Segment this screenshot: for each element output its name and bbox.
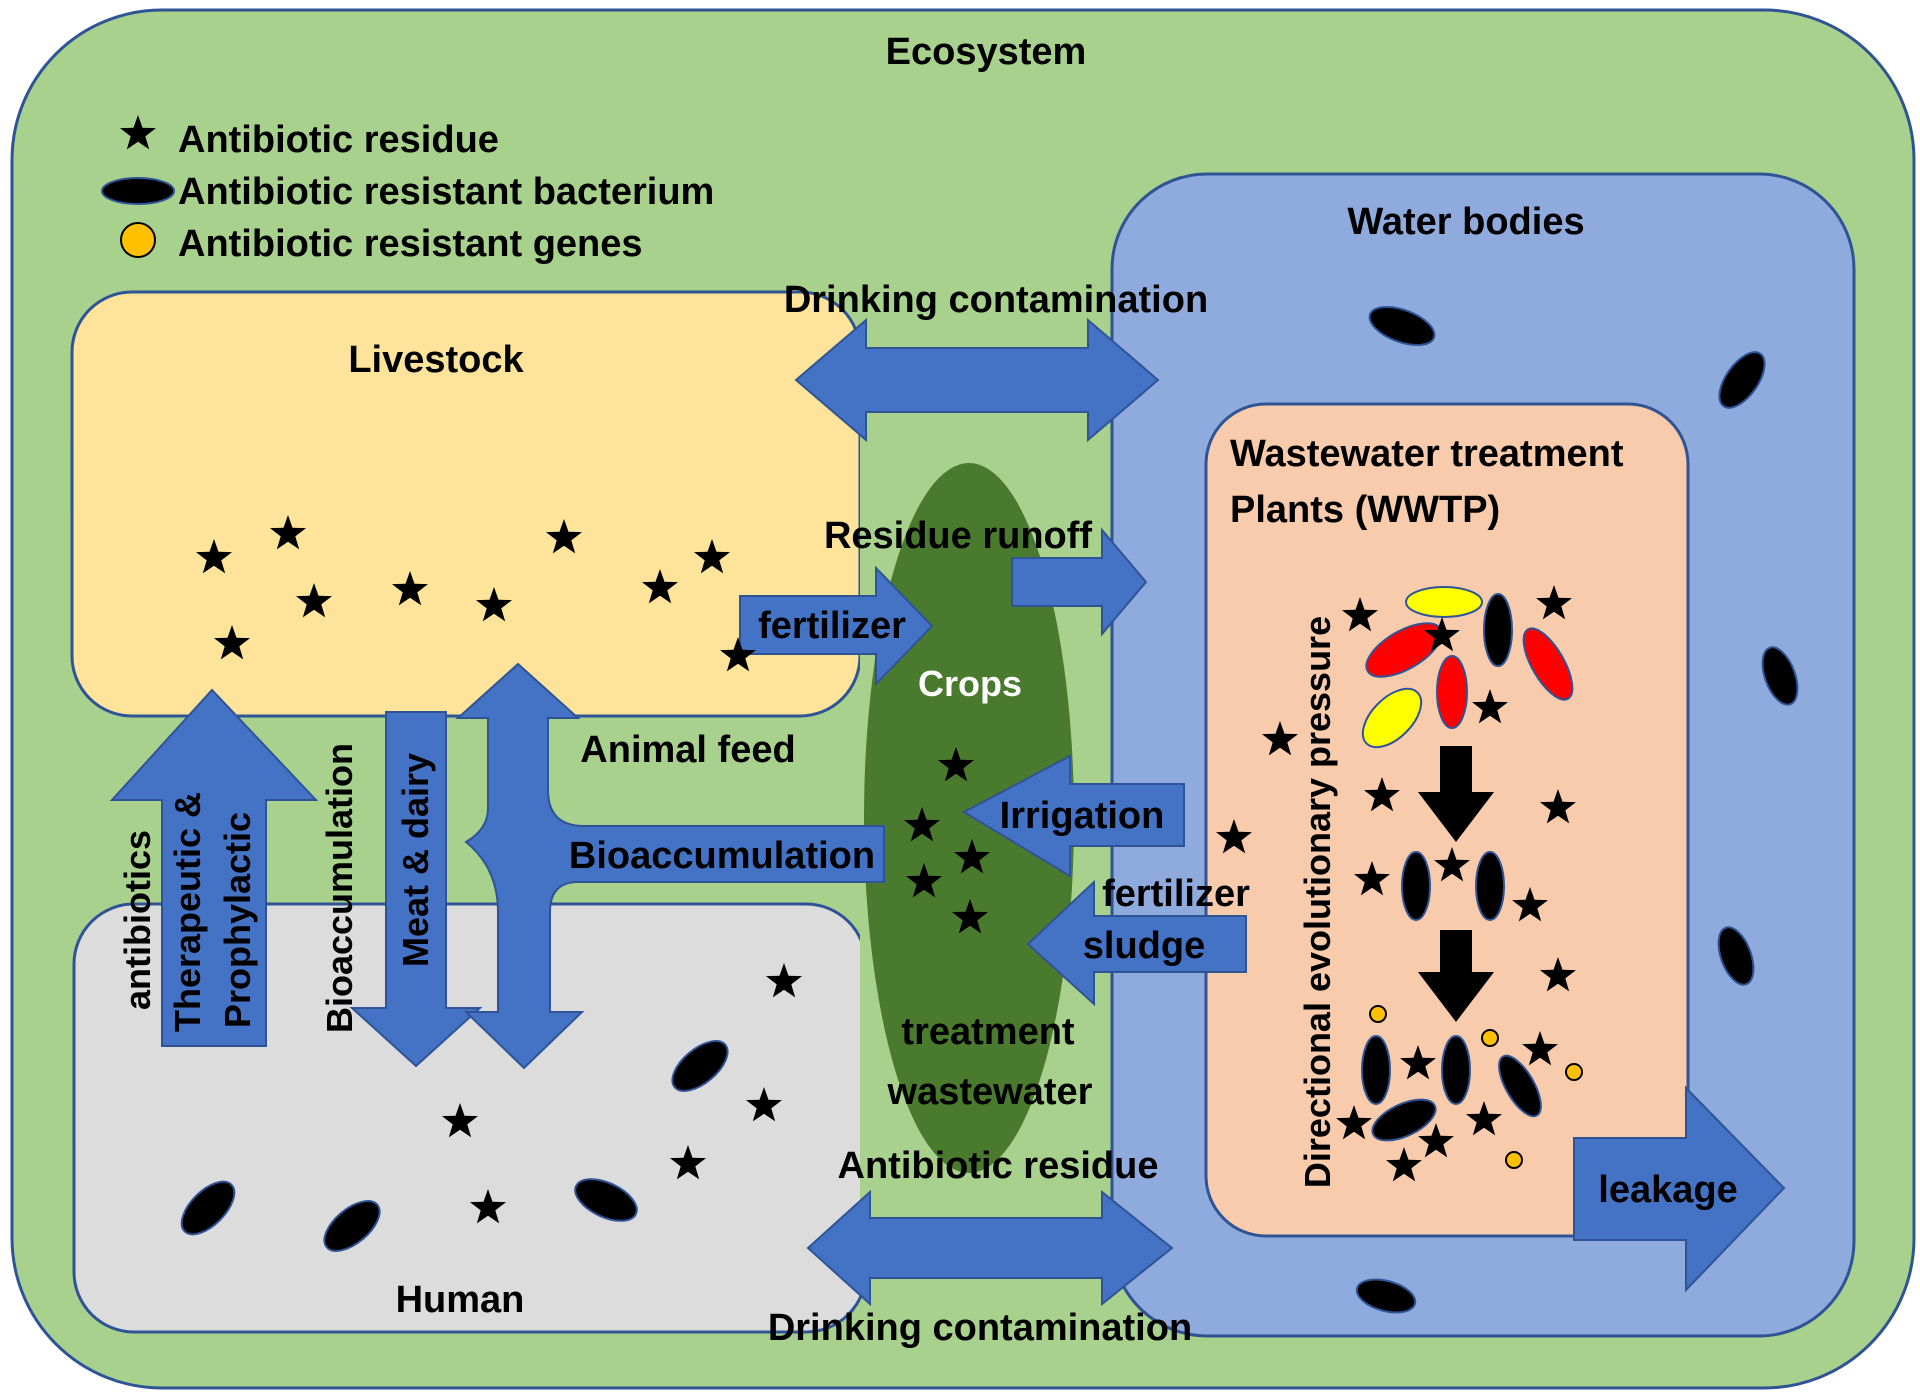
bacterium <box>1761 646 1799 706</box>
gene-dot <box>1565 1063 1583 1081</box>
bacterium <box>1498 1054 1542 1118</box>
bioaccumulation-vertical-label: Bioaccumulation <box>319 743 360 1033</box>
legend-genes-icon <box>120 222 156 258</box>
antibiotics-label: antibiotics <box>117 830 158 1010</box>
ecosystem-title: Ecosystem <box>886 31 1087 73</box>
wwtp-label-line2: Plants (WWTP) <box>1230 489 1500 531</box>
wwtp-down-arrow-2 <box>1418 930 1494 1022</box>
fertilizer-livestock-arrow <box>739 565 934 687</box>
wwtp-label-line1: Wastewater treatment <box>1230 433 1624 475</box>
residue-runoff-arrow <box>1011 527 1148 637</box>
yellow-bacterium <box>1405 586 1483 618</box>
legend-bacterium-icon <box>101 177 175 205</box>
bacterium <box>671 1040 729 1092</box>
wwtp-down-arrow-1 <box>1418 746 1494 842</box>
crops-label: Crops <box>918 663 1022 704</box>
bacterium <box>1371 1098 1437 1142</box>
animal-feed-label: Animal feed <box>580 729 795 771</box>
animal-feed-bioaccumulation-arrow <box>455 662 885 1070</box>
bacterium <box>1475 851 1505 921</box>
gene-dot <box>1369 1005 1387 1023</box>
genes <box>1369 1005 1583 1169</box>
human-label: Human <box>396 1279 525 1321</box>
bacterium <box>323 1200 381 1252</box>
legend-residue-label: Antibiotic residue <box>178 119 499 161</box>
treatment-label-1: treatment <box>901 1011 1074 1053</box>
livestock-label: Livestock <box>348 339 524 381</box>
leakage-label: leakage <box>1598 1169 1737 1211</box>
bacteria <box>180 305 1799 1314</box>
antibiotic-residue-flow-label: Antibiotic residue <box>838 1145 1159 1187</box>
residue-runoff-label: Residue runoff <box>824 515 1092 557</box>
drinking-bottom-arrow <box>806 1189 1174 1307</box>
bacterium <box>1441 1035 1471 1105</box>
directional-pressure-label: Directional evolutionary pressure <box>1297 616 1338 1188</box>
fertilizer-livestock-label: fertilizer <box>758 605 906 647</box>
fertilizer-sludge-label-2: sludge <box>1083 925 1205 967</box>
irrigation-arrow <box>961 754 1185 878</box>
irrigation-label: Irrigation <box>1000 795 1165 837</box>
gene-dot <box>1481 1029 1499 1047</box>
bacterium <box>1483 593 1513 667</box>
fertilizer-sludge-arrow <box>1026 879 1247 1007</box>
bacterium <box>1717 926 1755 986</box>
red-bacterium <box>1522 627 1574 701</box>
yellow-bacterium <box>1361 687 1423 749</box>
bacterium <box>1718 351 1766 409</box>
meat-dairy-down-arrow <box>349 711 483 1068</box>
drinking-bottom-label: Drinking contamination <box>768 1307 1192 1349</box>
fertilizer-sludge-label-1: fertilizer <box>1102 873 1250 915</box>
water-bodies-label: Water bodies <box>1347 201 1584 243</box>
drinking-top-arrow <box>794 317 1160 443</box>
bacterium <box>1401 851 1431 921</box>
leakage-arrow <box>1573 1085 1786 1293</box>
bacterium <box>1368 305 1436 347</box>
bacterium <box>574 1178 638 1222</box>
bacterium <box>180 1180 236 1236</box>
gene-dot <box>1505 1151 1523 1169</box>
legend: Antibiotic residue Antibiotic resistant … <box>101 115 714 265</box>
antibiotics-up-arrow <box>109 688 319 1047</box>
wwtp-process-arrows <box>1418 746 1494 1022</box>
legend-bacterium-label: Antibiotic resistant bacterium <box>178 171 714 213</box>
meat-dairy-label: Meat & dairy <box>395 753 436 967</box>
therapeutic-label: Therapeutic & <box>167 792 208 1032</box>
wwtp-colored-bacteria <box>1361 586 1574 749</box>
prophylactic-label: Prophylactic <box>217 812 258 1028</box>
arrows <box>109 317 1786 1307</box>
treatment-label-2: wastewater <box>887 1071 1093 1113</box>
bacterium <box>1361 1035 1391 1105</box>
bioaccumulation-horizontal-label: Bioaccumulation <box>569 835 875 877</box>
bacterium <box>1355 1278 1417 1314</box>
red-bacterium <box>1436 655 1468 729</box>
drinking-top-label: Drinking contamination <box>784 279 1208 321</box>
legend-genes-label: Antibiotic resistant genes <box>178 223 643 265</box>
